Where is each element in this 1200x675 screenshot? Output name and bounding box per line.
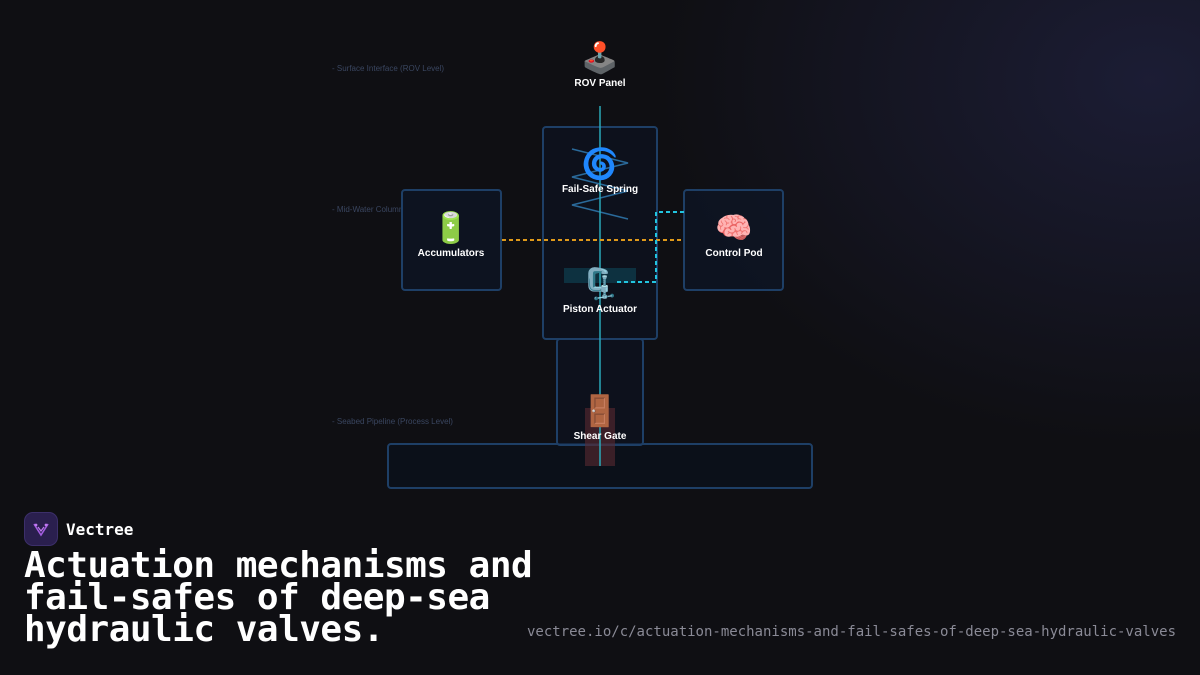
control-pod-node[interactable]: 🧠 Control Pod [705, 211, 763, 260]
shear-gate-label: Shear Gate [573, 431, 627, 442]
shear-gate-node[interactable]: 🚪 Shear Gate [573, 394, 627, 443]
vectree-logo-icon [24, 512, 58, 546]
accumulators-label: Accumulators [417, 248, 485, 259]
spiral-spring-icon: 🌀 [581, 147, 619, 182]
brain-icon: 🧠 [715, 211, 753, 246]
door-icon: 🚪 [581, 394, 619, 429]
page-title: Actuation mechanisms and fail-safes of d… [24, 545, 533, 650]
level-label-seabed: - Seabed Pipeline (Process Level) [332, 417, 453, 426]
control-pod-box [683, 189, 784, 291]
accumulators-node[interactable]: 🔋 Accumulators [417, 211, 485, 260]
level-label-surface: - Surface Interface (ROV Level) [332, 64, 445, 73]
accumulators-box [401, 189, 502, 291]
battery-icon: 🔋 [432, 211, 470, 246]
joystick-icon: 🕹️ [581, 41, 619, 76]
rov-panel-node[interactable]: 🕹️ ROV Panel [574, 41, 626, 90]
clamp-icon: 🗜️ [581, 267, 619, 302]
control-signal-line [616, 211, 684, 283]
piston-actuator-label: Piston Actuator [562, 304, 638, 315]
level-label-midwater: - Mid-Water Column [332, 205, 404, 214]
rov-panel-label: ROV Panel [574, 78, 626, 89]
piston-actuator-node[interactable]: 🗜️ Piston Actuator [562, 267, 638, 316]
fail-safe-spring-label: Fail-Safe Spring [561, 184, 639, 195]
brand-name: Vectree [66, 519, 134, 539]
fail-safe-spring-node[interactable]: 🌀 Fail-Safe Spring [561, 147, 639, 196]
brand[interactable]: Vectree [24, 512, 133, 546]
page-url[interactable]: vectree.io/c/actuation-mechanisms-and-fa… [526, 624, 1176, 640]
control-pod-label: Control Pod [705, 248, 763, 259]
